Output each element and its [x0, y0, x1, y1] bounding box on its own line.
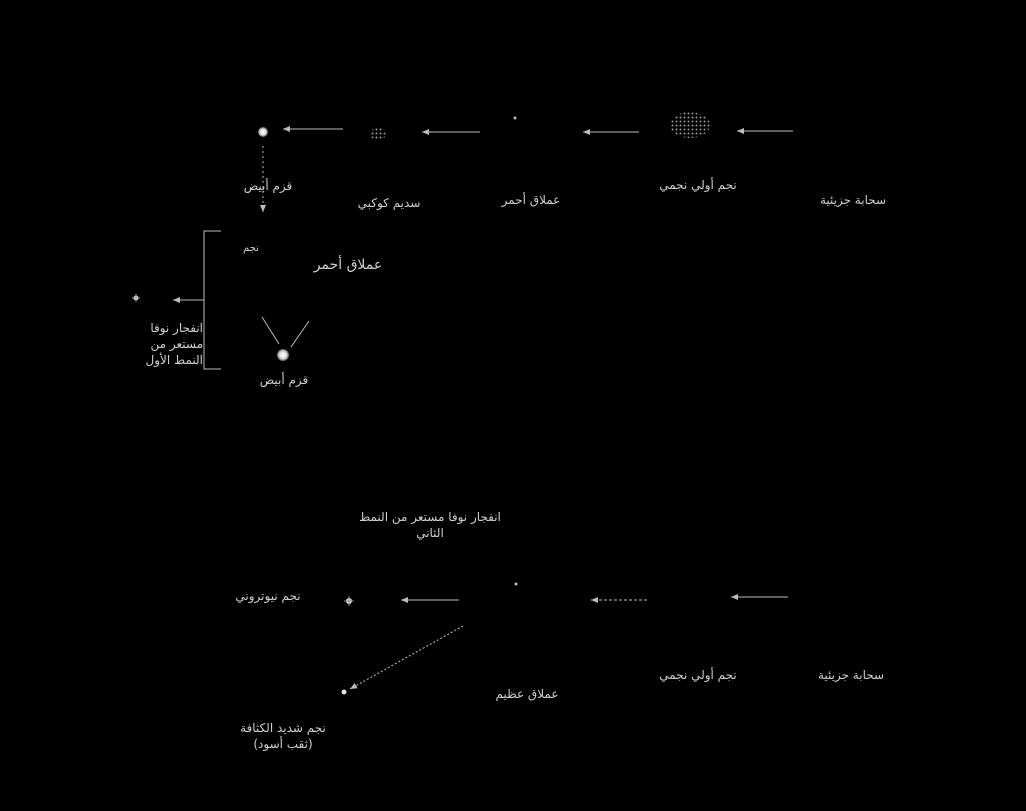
label-top-cloud: سحابة جزيئية — [808, 192, 898, 208]
diagram-canvas: سحابة جزيئية نجم أولي نجمي عملاق أحمر سد… — [3, 4, 1021, 806]
label-bottom-cloud: سحابة جزيئية — [803, 667, 899, 683]
label-bottom-protostar: نجم أولي نجمي — [643, 667, 753, 683]
black-hole-icon — [342, 690, 347, 695]
neutron-star-spikes-icon — [344, 596, 354, 606]
label-bottom-supergiant: عملاق عظيم — [477, 686, 577, 702]
label-top-redgiant: عملاق أحمر — [481, 192, 581, 208]
label-branch-white-dwarf: قزم أبيض — [246, 372, 322, 388]
label-top-protostar: نجم أولي نجمي — [643, 177, 753, 193]
nova-spikes-icon — [132, 294, 140, 302]
label-top-white-dwarf: قزم أبيض — [228, 178, 308, 194]
protostar-icon — [514, 117, 517, 120]
label-branch-redgiant: عملاق أحمر — [298, 257, 398, 273]
molecular-cloud-icon — [670, 112, 710, 138]
label-branch-star-tag: نجم — [231, 241, 271, 257]
label-bottom-neutron-star: نجم نيوتروني — [218, 588, 318, 604]
white-dwarf-2-icon — [277, 349, 289, 361]
branch-bracket — [204, 231, 221, 369]
supergiant-icon — [515, 583, 518, 586]
white-dwarf-icon — [258, 127, 268, 137]
planetary-nebula-icon — [370, 128, 386, 140]
arrow-right-to-whitedwarf2 — [291, 321, 309, 347]
label-bottom-black-hole: نجم شديد الكثافة (ثقب أسود) — [228, 720, 338, 752]
arrow-supergiant-to-blackhole — [350, 626, 463, 689]
arrow-left-to-whitedwarf2 — [262, 317, 279, 344]
label-branch-nova: انفجار نوفا مستعر من النمط الأول — [133, 320, 203, 368]
label-top-planetary-nebula: سديم كوكبي — [339, 195, 439, 211]
label-bottom-supernova: انفجار نوفا مستعر من النمط الثاني — [355, 509, 505, 541]
